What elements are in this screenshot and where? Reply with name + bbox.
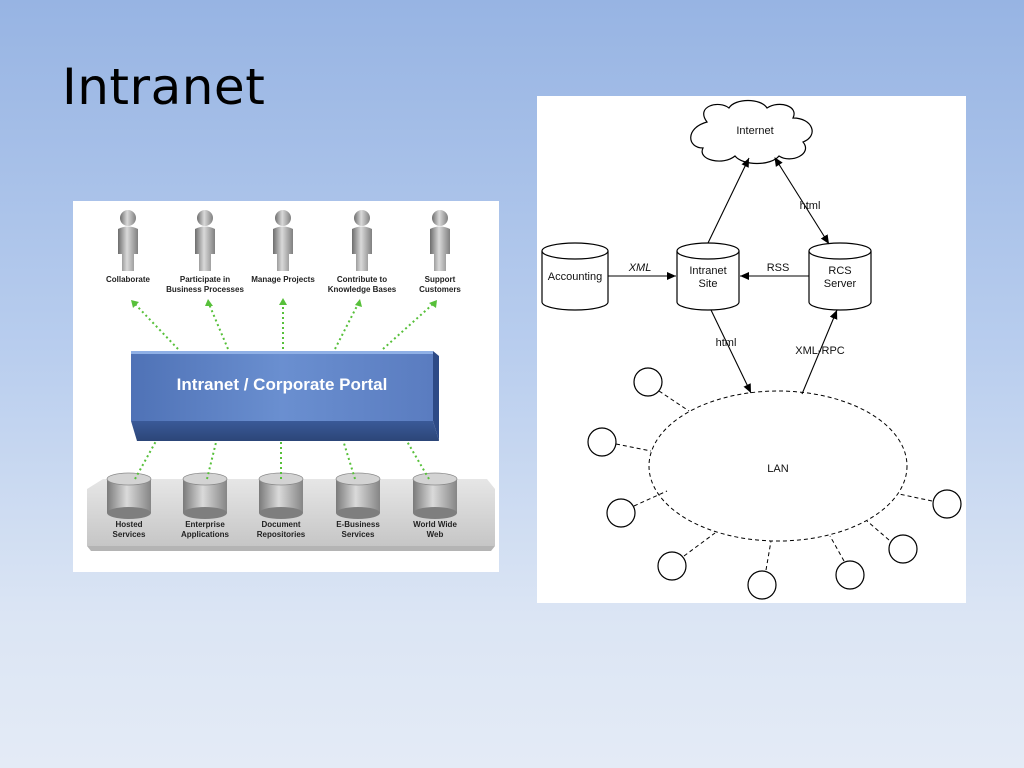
connector-node-6: [829, 535, 845, 562]
rcs-server-label-2: Server: [824, 278, 857, 290]
source-label-4a: E-Business: [336, 520, 380, 529]
user-figure-1: [118, 210, 138, 271]
lan-node-8: [932, 489, 962, 519]
intranet-site-label-1: Intranet: [689, 265, 726, 277]
edge-label-xml-rpc: XML-RPC: [795, 345, 845, 357]
portal-diagram-svg: Collaborate Participate in Business Proc…: [87, 210, 495, 551]
edge-label-xml: XML: [628, 262, 652, 274]
source-label-2a: Enterprise: [185, 520, 225, 529]
source-cylinder-2: [182, 472, 228, 519]
source-label-1b: Services: [113, 530, 146, 539]
user-figure-3: [273, 210, 293, 271]
portal-diagram: Collaborate Participate in Business Proc…: [73, 201, 499, 572]
edge-intranet-internet: [707, 157, 750, 244]
accounting-db: [541, 242, 609, 311]
lan-node-4: [657, 551, 687, 581]
lan-label: LAN: [767, 463, 788, 475]
edge-label-html-internet: html: [800, 200, 821, 212]
network-diagram-svg: Internet Accounting Intranet Site RCS Se…: [541, 99, 962, 600]
corporate-portal-box: [131, 351, 439, 441]
edge-lan-rcs: [801, 309, 838, 395]
source-cylinder-4: [335, 472, 381, 519]
user-arrowheads: [131, 298, 437, 308]
connector-node-2: [615, 443, 652, 452]
user-label-3: Manage Projects: [251, 275, 315, 284]
connector-user-2: [208, 303, 229, 350]
edge-intranet-lan: [710, 309, 752, 394]
lan-ellipse: [648, 390, 908, 542]
portal-to-user-connectors: [134, 303, 434, 350]
edge-internet-rcs: [774, 157, 830, 245]
internet-cloud: [690, 99, 813, 165]
connector-node-5: [765, 540, 772, 571]
connector-node-4: [683, 532, 716, 557]
source-label-3a: Document: [261, 520, 300, 529]
lan-node-2: [587, 427, 617, 457]
source-label-4b: Services: [342, 530, 375, 539]
source-label-1a: Hosted: [115, 520, 142, 529]
network-edges: [608, 157, 838, 395]
source-cylinder-1: [106, 472, 152, 519]
edge-label-rss: RSS: [767, 262, 790, 274]
user-label-5b: Customers: [419, 285, 461, 294]
network-diagram: Internet Accounting Intranet Site RCS Se…: [537, 96, 966, 603]
user-label-5a: Support: [425, 275, 456, 284]
lan-node-5: [747, 570, 777, 600]
connector-user-1: [134, 303, 179, 350]
user-figure-2: [195, 210, 215, 271]
portal-label: Intranet / Corporate Portal: [177, 375, 388, 394]
lan-node-connectors: [615, 390, 933, 571]
source-label-5b: Web: [427, 530, 444, 539]
user-figure-5: [430, 210, 450, 271]
accounting-label: Accounting: [548, 271, 602, 283]
lan-node-6: [835, 560, 865, 590]
slide-title: Intranet: [62, 58, 266, 116]
connector-node-1: [658, 390, 690, 412]
source-cylinder-3: [258, 472, 304, 519]
intranet-site-db: [676, 242, 740, 311]
rcs-server-db: [808, 242, 872, 311]
lan-node-3: [606, 498, 636, 528]
connector-user-5: [382, 303, 434, 350]
source-cylinder-5: [412, 472, 458, 519]
user-label-4a: Contribute to: [337, 275, 387, 284]
intranet-site-label-2: Site: [699, 278, 718, 290]
user-label-2b: Business Processes: [166, 285, 244, 294]
rcs-server-label-1: RCS: [828, 265, 851, 277]
lan-nodes: [587, 367, 962, 600]
edge-label-html-lan: html: [716, 337, 737, 349]
source-label-5a: World Wide: [413, 520, 457, 529]
connector-node-3: [633, 490, 668, 507]
user-label-2a: Participate in: [180, 275, 230, 284]
user-label-4b: Knowledge Bases: [328, 285, 397, 294]
user-label-1: Collaborate: [106, 275, 151, 284]
source-label-3b: Repositories: [257, 530, 306, 539]
lan-node-1: [633, 367, 663, 397]
source-label-2b: Applications: [181, 530, 230, 539]
lan-node-7: [888, 534, 918, 564]
user-figure-4: [352, 210, 372, 271]
connector-node-7: [866, 520, 890, 541]
internet-label: Internet: [736, 125, 773, 137]
connector-user-4: [334, 303, 359, 350]
connector-node-8: [898, 493, 933, 502]
